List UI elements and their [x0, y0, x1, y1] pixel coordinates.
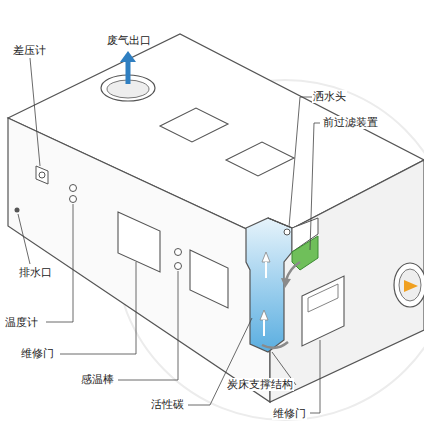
part-label: 差压计: [12, 44, 47, 57]
part-label: 活性碳: [150, 398, 185, 411]
part-label: 洒水头: [312, 90, 347, 103]
part-label: 温度计: [4, 316, 39, 329]
part-label: 炭床支撑结构: [226, 378, 294, 391]
part-label: 维修门: [272, 407, 307, 420]
part-label: 废气出口: [106, 34, 152, 47]
part-label: 维修门: [20, 347, 55, 360]
part-label: 感温棒: [80, 373, 115, 386]
part-label: 排水口: [18, 266, 53, 279]
part-label: 前过滤装置: [322, 116, 379, 129]
